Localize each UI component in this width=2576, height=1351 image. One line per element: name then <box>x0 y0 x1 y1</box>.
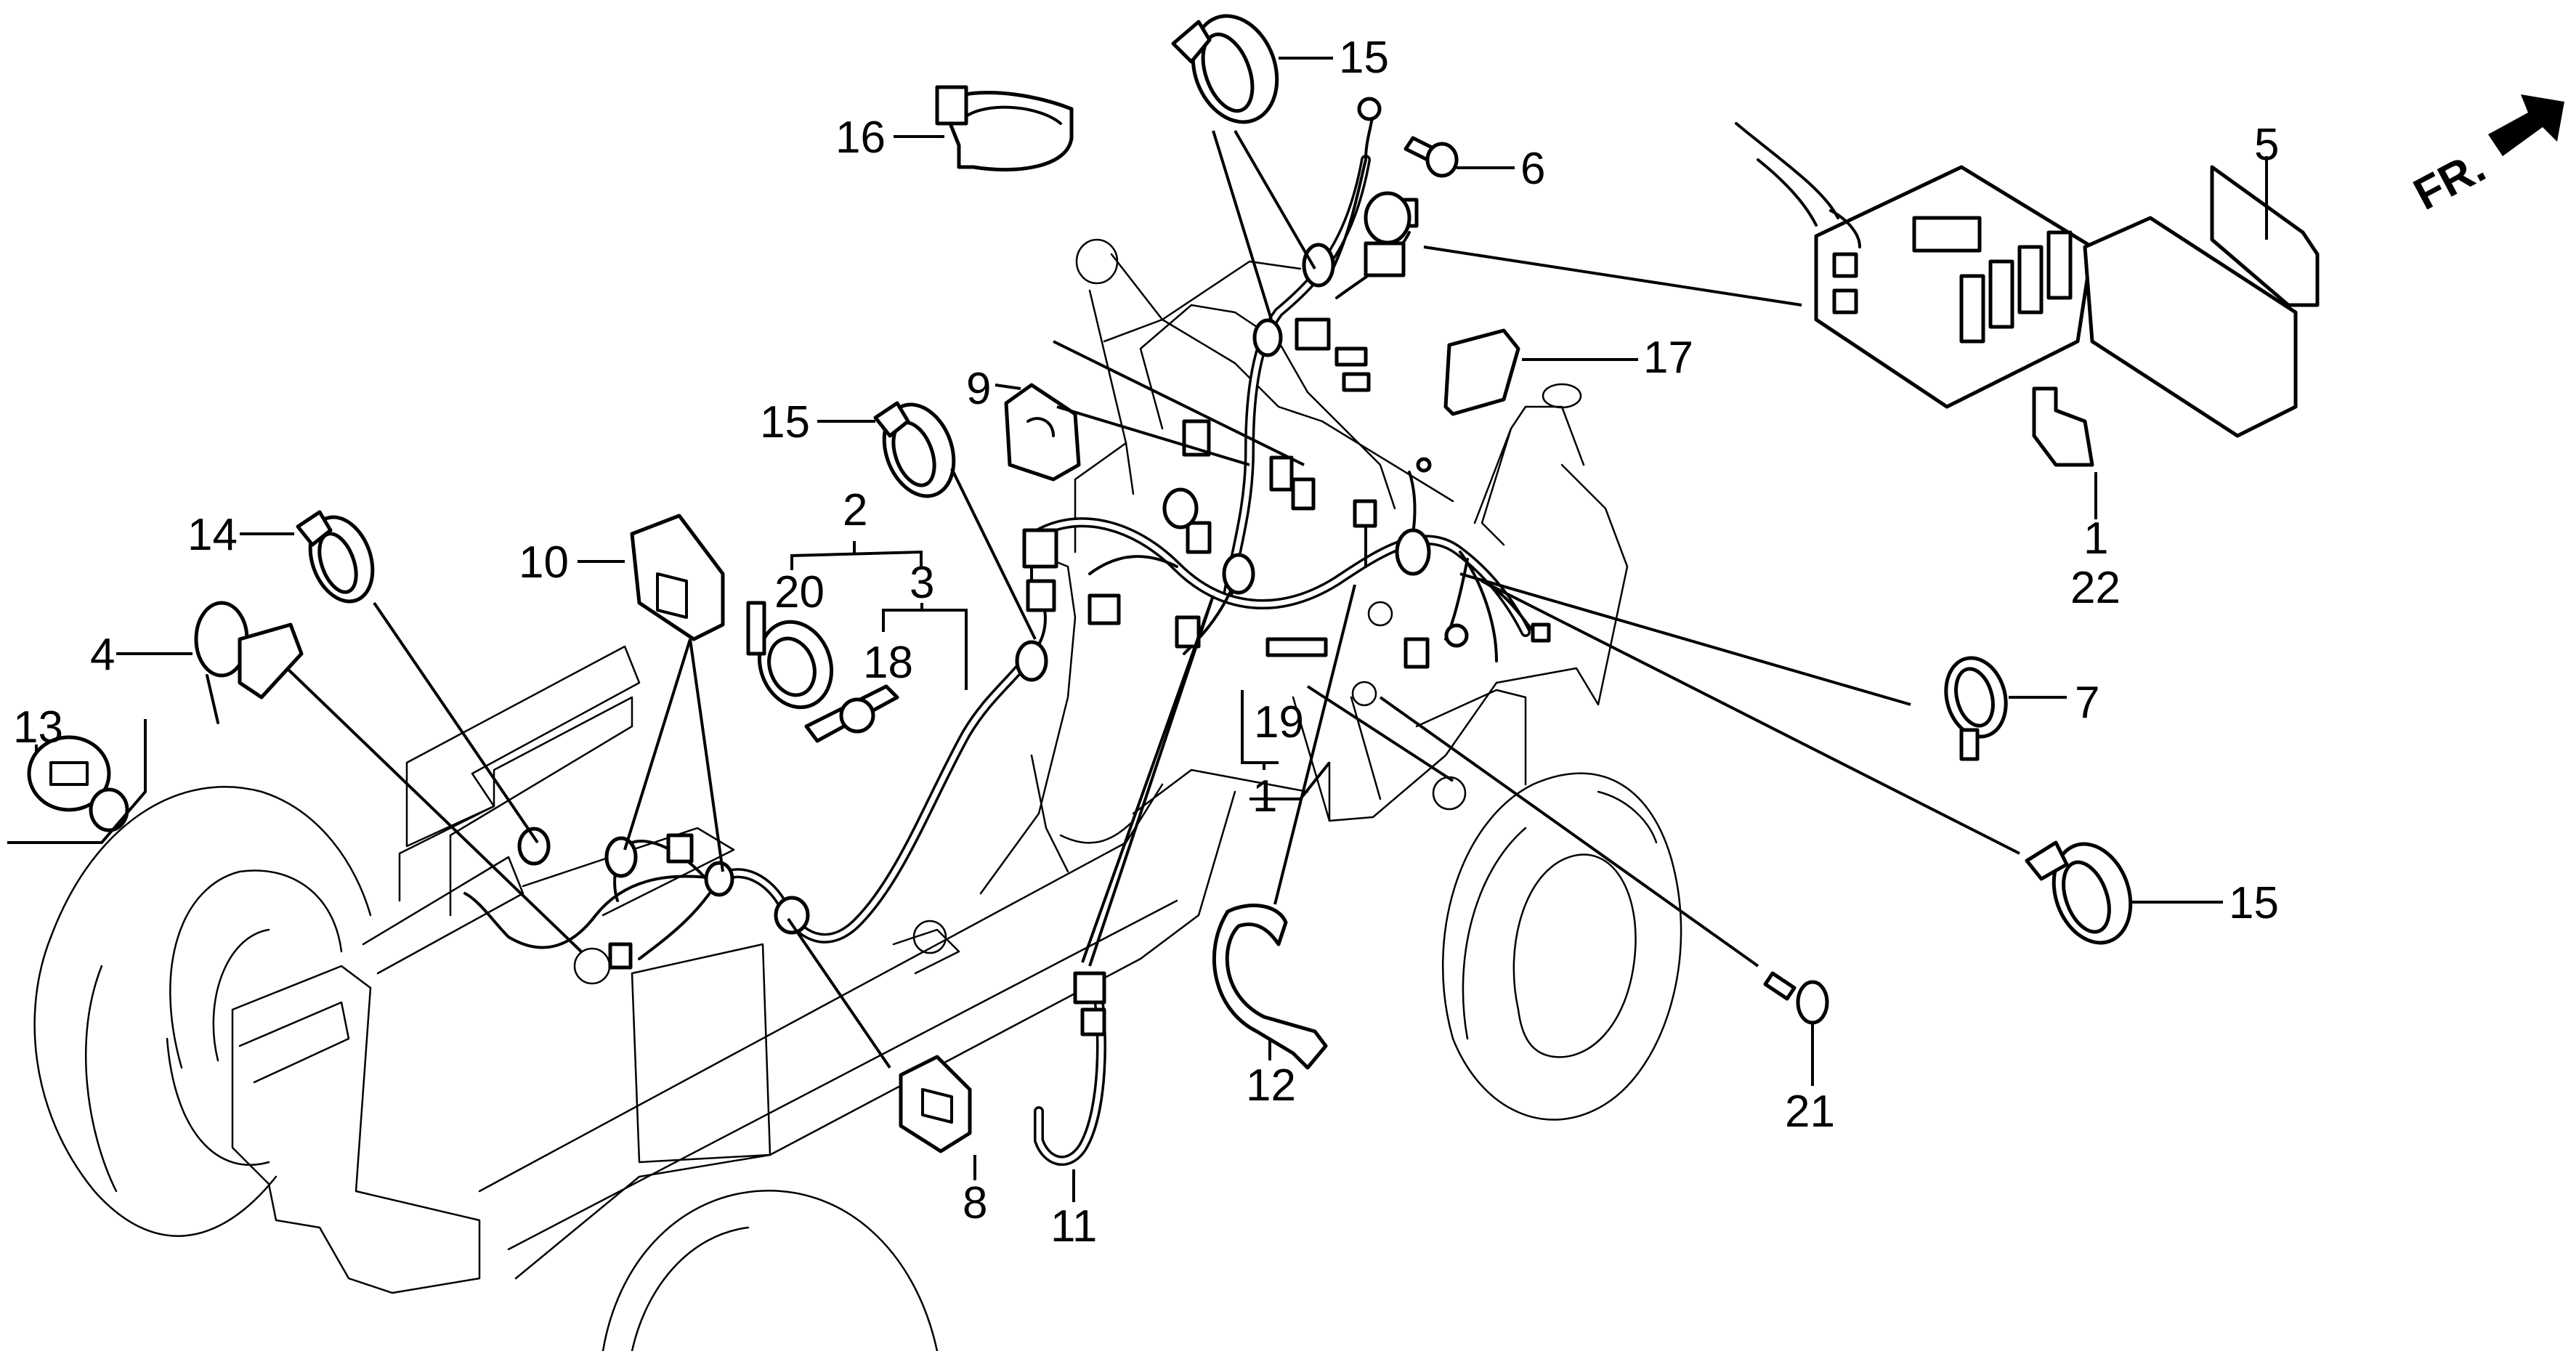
harness-band-clip-9 <box>1004 383 1081 482</box>
wire-clip-18 <box>804 684 899 743</box>
connector <box>608 942 633 970</box>
front-direction-label: FR. <box>2406 142 2494 220</box>
callout-8[interactable]: 8 <box>963 1178 987 1228</box>
harness-clip-8 <box>899 1055 972 1153</box>
connector <box>1022 528 1058 569</box>
body-post-top <box>1075 238 1119 285</box>
harness-ring <box>1015 640 1048 682</box>
body-post-right <box>1542 383 1582 409</box>
harness-ring <box>1302 243 1335 288</box>
connector <box>1026 579 1056 612</box>
callout-19[interactable]: 19 <box>1254 697 1304 747</box>
callout-15-top[interactable]: 15 <box>1339 33 1389 83</box>
callout-11[interactable]: 11 <box>1050 1201 1097 1251</box>
callout-15-mid[interactable]: 15 <box>760 397 810 447</box>
right-wheel <box>1441 772 1682 1121</box>
ring-terminal <box>1416 457 1432 473</box>
front-direction-arrow-icon <box>2488 94 2564 156</box>
connector <box>1334 346 1368 367</box>
harness-ring <box>1222 553 1255 595</box>
harness-clamp-16 <box>935 85 1074 172</box>
connector <box>1291 477 1316 511</box>
grommet-washer-2 <box>1351 681 1377 707</box>
harness-ring <box>1162 487 1199 530</box>
connector <box>1186 521 1212 554</box>
callout-7[interactable]: 7 <box>2075 678 2099 728</box>
callout-labels: 15 16 6 5 17 9 15 14 10 2 20 3 18 4 13 1… <box>13 33 2279 1251</box>
connector <box>1087 593 1121 625</box>
flange-bolt-21 <box>1763 971 1829 1025</box>
harness-ring <box>517 827 551 866</box>
left-wheel <box>33 785 372 1237</box>
connector <box>1342 372 1371 392</box>
harness-ring <box>604 836 638 878</box>
callout-15-right[interactable]: 15 <box>2229 878 2279 928</box>
connector <box>666 833 694 864</box>
harness-clamp-14 <box>296 510 375 604</box>
leader-lines <box>7 57 2268 1202</box>
callout-2[interactable]: 2 <box>843 485 867 535</box>
callout-20[interactable]: 20 <box>774 567 825 617</box>
callout-12[interactable]: 12 <box>1246 1060 1296 1111</box>
grommet-center <box>912 920 947 954</box>
fuse-19 <box>1265 637 1328 657</box>
connector <box>1295 317 1331 351</box>
callout-10[interactable]: 10 <box>519 537 569 588</box>
harness-ring <box>1395 528 1431 576</box>
connector <box>1531 622 1551 643</box>
harness-band-12 <box>1212 904 1328 1070</box>
callout-6[interactable]: 6 <box>1520 144 1545 194</box>
flange-bolt-6 <box>1404 136 1459 178</box>
connector <box>1353 499 1377 528</box>
callout-9[interactable]: 9 <box>966 364 991 414</box>
callout-21[interactable]: 21 <box>1785 1087 1835 1137</box>
connector <box>1404 637 1430 669</box>
grommet-right <box>1432 776 1467 811</box>
mini-fuse <box>2032 386 2094 467</box>
callout-16[interactable]: 16 <box>835 113 886 163</box>
ground-cable-11 <box>1034 971 1106 1167</box>
fuse-box-label <box>2210 165 2320 307</box>
harness-clamp-15-right <box>2025 840 2133 945</box>
callout-4[interactable]: 4 <box>90 630 115 680</box>
callout-13[interactable]: 13 <box>13 702 63 752</box>
grommet-washer <box>1367 601 1393 627</box>
callout-18[interactable]: 18 <box>863 638 913 688</box>
callout-1-fuse[interactable]: 1 <box>2083 514 2108 564</box>
chassis-outline <box>33 238 1682 1351</box>
harness-clamp-4 <box>194 601 304 724</box>
callout-22[interactable]: 22 <box>2070 563 2121 613</box>
body-panels <box>231 253 1629 1294</box>
connector <box>1269 455 1294 492</box>
callout-17[interactable]: 17 <box>1643 333 1693 383</box>
callout-14[interactable]: 14 <box>187 510 238 560</box>
harness-ring <box>1364 191 1411 245</box>
harness-clamp-15-top <box>1171 14 1279 124</box>
ring-terminal <box>1357 97 1382 121</box>
harness-ring <box>1252 318 1283 357</box>
harness-ring <box>704 861 734 897</box>
rear-wheel <box>602 1189 939 1351</box>
harness-ring <box>774 896 810 935</box>
callout-1-harness[interactable]: 1 <box>1252 771 1277 821</box>
front-direction-indicator: FR. <box>2406 94 2564 220</box>
hose-clamp-7 <box>1944 656 2008 761</box>
harness-clamp-13 <box>27 735 129 832</box>
harness-clip-10 <box>630 514 725 641</box>
grommet-left <box>573 947 611 985</box>
main-wire-harness <box>463 97 1551 970</box>
band-clamp-20 <box>746 601 834 710</box>
ring-terminal <box>1444 623 1469 648</box>
harness-clamp-15-mid <box>873 401 956 498</box>
connector <box>1175 615 1201 649</box>
callout-3[interactable]: 3 <box>910 558 934 608</box>
connector <box>1364 241 1406 277</box>
relay-cushion-17 <box>1443 328 1520 416</box>
fuse-box <box>1735 122 2298 438</box>
callout-5[interactable]: 5 <box>2254 120 2279 170</box>
